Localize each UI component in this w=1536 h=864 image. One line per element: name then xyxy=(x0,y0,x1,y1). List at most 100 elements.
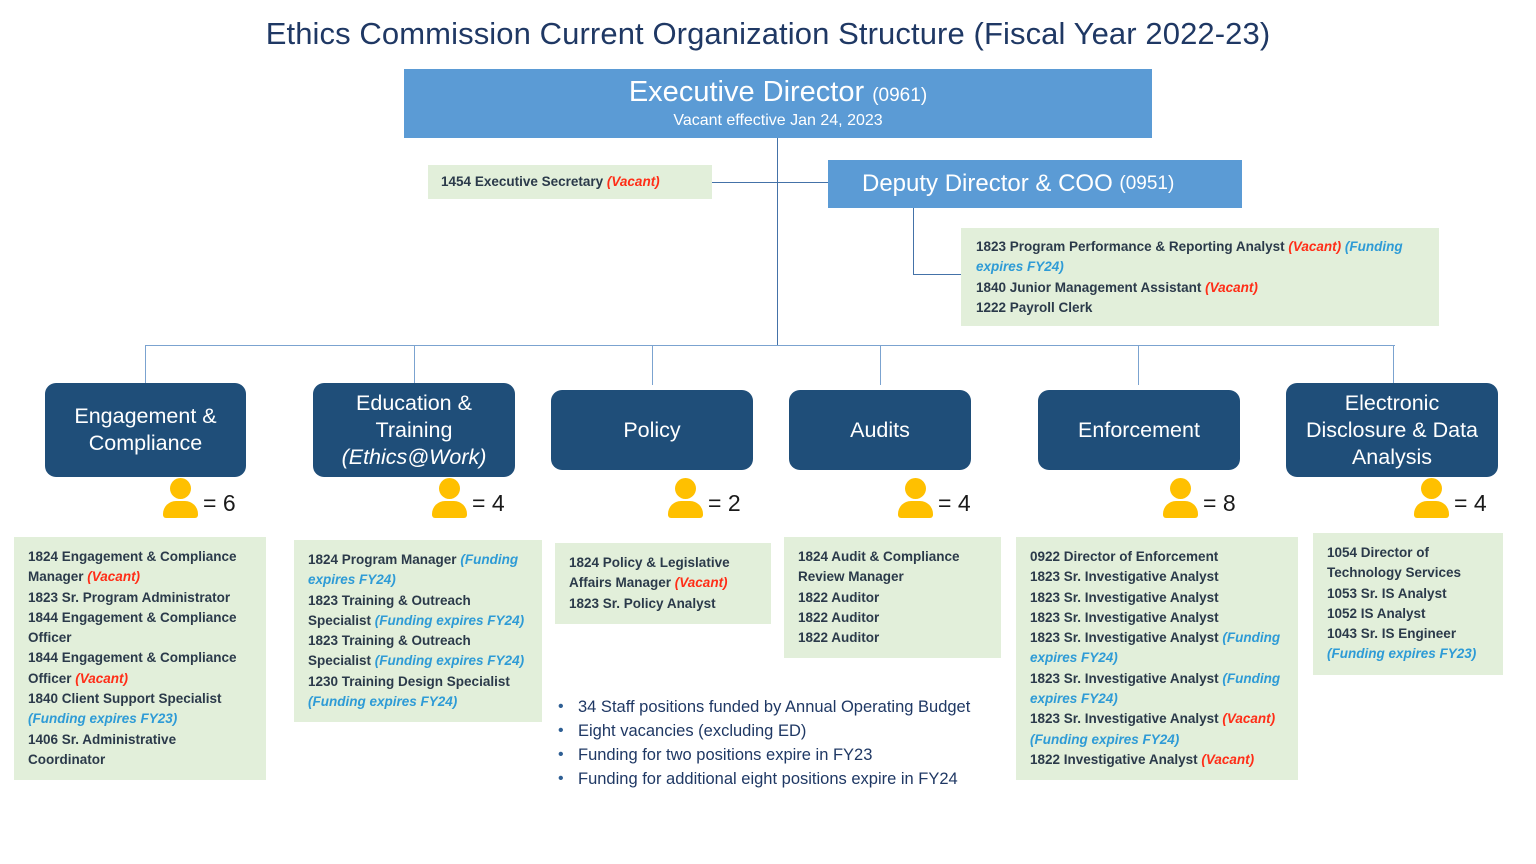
deputy-director-box[interactable]: Deputy Director & COO (0951) xyxy=(828,160,1242,208)
staff-enforcement-4-funding-tag: (Funding expires FY24) xyxy=(1030,630,1281,666)
connector-drop-4 xyxy=(880,345,882,385)
person-icon xyxy=(898,478,933,518)
person-icon-body xyxy=(1163,501,1198,518)
person-icon-body xyxy=(668,501,703,518)
staff-engagement-compliance-4-funding-tag: (Funding expires FY23) xyxy=(28,711,178,727)
summary-item-0: 34 Staff positions funded by Annual Oper… xyxy=(558,695,1022,719)
staff-electronic-disclosure-data-analysis-0-title: 1054 Director of Technology Services xyxy=(1327,545,1462,581)
staff-education-training-0-funding-tag: (Funding expires FY24) xyxy=(308,552,519,588)
staff-electronic-disclosure-data-analysis-2-row: 1052 IS Analyst xyxy=(1327,604,1491,624)
staff-enforcement-5-row: 1823 Sr. Investigative Analyst (Funding … xyxy=(1030,669,1286,710)
staff-engagement-compliance-3-vacant-tag: (Vacant) xyxy=(75,670,129,686)
connector-ed-stem xyxy=(777,138,779,345)
staff-enforcement-4-row: 1823 Sr. Investigative Analyst (Funding … xyxy=(1030,628,1286,669)
staff-audits-0-title: 1824 Audit & Compliance Review Manager xyxy=(798,549,960,585)
deputy-director-label: Deputy Director & COO xyxy=(862,170,1113,197)
headcount-label-audits: = 4 xyxy=(938,490,971,516)
person-icon-body xyxy=(1414,501,1449,518)
page-title: Ethics Commission Current Organization S… xyxy=(265,16,1271,51)
division-box-enforcement[interactable]: Enforcement xyxy=(1038,390,1240,470)
division-name-audits: Audits xyxy=(850,417,910,442)
staff-education-training-2-funding-tag: (Funding expires FY24) xyxy=(374,653,525,669)
staff-engagement-compliance-0-title: 1824 Engagement & Compliance Manager xyxy=(28,549,237,585)
division-name-policy: Policy xyxy=(623,417,681,442)
division-box-audits[interactable]: Audits xyxy=(789,390,971,470)
staff-education-training-0-row: 1824 Program Manager (Funding expires FY… xyxy=(308,550,530,591)
staff-panel-engagement-compliance: 1824 Engagement & Compliance Manager (Va… xyxy=(14,537,266,781)
headcount-education-training: = 4 xyxy=(432,478,505,518)
staff-policy-0-title: 1824 Policy & Legislative Affairs Manage… xyxy=(569,555,730,591)
staff-electronic-disclosure-data-analysis-3-title: 1043 Sr. IS Engineer xyxy=(1327,626,1457,642)
headcount-label-education-training: = 4 xyxy=(472,490,505,516)
staff-enforcement-2-row: 1823 Sr. Investigative Analyst xyxy=(1030,588,1286,608)
headcount-policy: = 2 xyxy=(668,478,741,518)
person-icon-body xyxy=(898,501,933,518)
staff-enforcement-6-row: 1823 Sr. Investigative Analyst (Vacant) … xyxy=(1030,709,1286,750)
staff-engagement-compliance-2-row: 1844 Engagement & Compliance Officer xyxy=(28,608,254,649)
staff-policy-0-vacant-tag: (Vacant) xyxy=(674,575,728,591)
connector-drop-2 xyxy=(414,345,416,385)
staff-electronic-disclosure-data-analysis-0-row: 1054 Director of Technology Services xyxy=(1327,543,1491,584)
staff-policy-1-title: 1823 Sr. Policy Analyst xyxy=(569,595,716,611)
division-name-electronic-disclosure-data-analysis: Electronic Disclosure & Data Analysis xyxy=(1305,390,1479,469)
executive-director-code: (0961) xyxy=(872,85,928,106)
staff-panel-audits: 1824 Audit & Compliance Review Manager 18… xyxy=(784,537,1001,659)
staff-enforcement-7-vacant-tag: (Vacant) xyxy=(1201,751,1255,767)
division-box-electronic-disclosure-data-analysis[interactable]: Electronic Disclosure & Data Analysis xyxy=(1286,383,1498,477)
staff-panel-education-training: 1824 Program Manager (Funding expires FY… xyxy=(294,540,542,723)
staff-enforcement-7-title: 1822 Investigative Analyst xyxy=(1030,751,1198,767)
division-name-enforcement: Enforcement xyxy=(1078,417,1200,442)
staff-engagement-compliance-4-row: 1840 Client Support Specialist (Funding … xyxy=(28,689,254,730)
staff-electronic-disclosure-data-analysis-1-row: 1053 Sr. IS Analyst xyxy=(1327,584,1491,604)
staff-electronic-disclosure-data-analysis-3-funding-tag: (Funding expires FY23) xyxy=(1327,646,1477,662)
division-box-engagement-compliance[interactable]: Engagement & Compliance xyxy=(45,383,246,477)
staff-education-training-0-title: 1824 Program Manager xyxy=(308,552,457,567)
staff-enforcement-3-title: 1823 Sr. Investigative Analyst xyxy=(1030,609,1219,625)
summary-notes: 34 Staff positions funded by Annual Oper… xyxy=(552,695,1022,791)
executive-director-status: Vacant effective Jan 24, 2023 xyxy=(673,112,883,129)
staff-engagement-compliance-2-title: 1844 Engagement & Compliance Officer xyxy=(28,609,237,646)
staff-education-training-3-title: 1230 Training Design Specialist xyxy=(308,673,510,689)
headcount-engagement-compliance: = 6 xyxy=(163,478,236,518)
person-icon-body xyxy=(432,501,467,518)
division-box-policy[interactable]: Policy xyxy=(551,390,753,470)
person-icon xyxy=(432,478,467,518)
person-icon-head xyxy=(439,478,460,499)
staff-enforcement-5-title: 1823 Sr. Investigative Analyst xyxy=(1030,670,1219,686)
person-icon-head xyxy=(675,478,696,499)
headcount-electronic-disclosure-data-analysis: = 4 xyxy=(1414,478,1487,518)
executive-director-label: Executive Director xyxy=(628,76,865,108)
staff-enforcement-0-row: 0922 Director of Enforcement xyxy=(1030,547,1286,567)
staff-audits-1-row: 1822 Auditor xyxy=(798,588,989,608)
staff-enforcement-7-row: 1822 Investigative Analyst (Vacant) xyxy=(1030,750,1286,770)
division-box-education-training[interactable]: Education & Training(Ethics@Work) xyxy=(313,383,515,477)
staff-policy-1-row: 1823 Sr. Policy Analyst xyxy=(569,594,759,614)
staff-enforcement-1-row: 1823 Sr. Investigative Analyst xyxy=(1030,567,1286,587)
division-subtitle-education-training: (Ethics@Work) xyxy=(341,444,487,469)
connector-drop-5 xyxy=(1138,345,1140,385)
executive-secretary-box[interactable]: 1454 Executive Secretary (Vacant) xyxy=(428,165,712,199)
coo-staff-0-title: 1823 Program Performance & Reporting Ana… xyxy=(976,239,1285,254)
coo-staff-1-row: 1840 Junior Management Assistant (Vacant… xyxy=(976,278,1439,298)
staff-electronic-disclosure-data-analysis-3-row: 1043 Sr. IS Engineer (Funding expires FY… xyxy=(1327,624,1491,665)
person-icon-body xyxy=(163,501,198,518)
person-icon-head xyxy=(170,478,191,499)
executive-secretary-status: (Vacant) xyxy=(606,173,660,189)
person-icon xyxy=(1163,478,1198,518)
deputy-director-code: (0951) xyxy=(1119,173,1175,194)
staff-engagement-compliance-1-row: 1823 Sr. Program Administrator xyxy=(28,588,254,608)
staff-panel-electronic-disclosure-data-analysis: 1054 Director of Technology Services 1053… xyxy=(1313,533,1503,675)
headcount-label-enforcement: = 8 xyxy=(1203,490,1236,516)
summary-item-3: Funding for additional eight positions e… xyxy=(558,767,1022,791)
staff-engagement-compliance-0-vacant-tag: (Vacant) xyxy=(87,569,141,585)
person-icon xyxy=(1414,478,1449,518)
person-icon-head xyxy=(905,478,926,499)
person-icon xyxy=(163,478,198,518)
staff-education-training-3-funding-tag: (Funding expires FY24) xyxy=(308,694,458,710)
executive-secretary-title: Executive Secretary xyxy=(474,173,604,189)
connector-exec-secretary xyxy=(712,182,830,184)
executive-director-box[interactable]: Executive Director (0961) Vacant effecti… xyxy=(404,69,1152,138)
staff-panel-policy: 1824 Policy & Legislative Affairs Manage… xyxy=(555,543,771,624)
coo-staff-1-title: 1840 Junior Management Assistant xyxy=(976,279,1202,295)
staff-enforcement-1-title: 1823 Sr. Investigative Analyst xyxy=(1030,569,1219,585)
